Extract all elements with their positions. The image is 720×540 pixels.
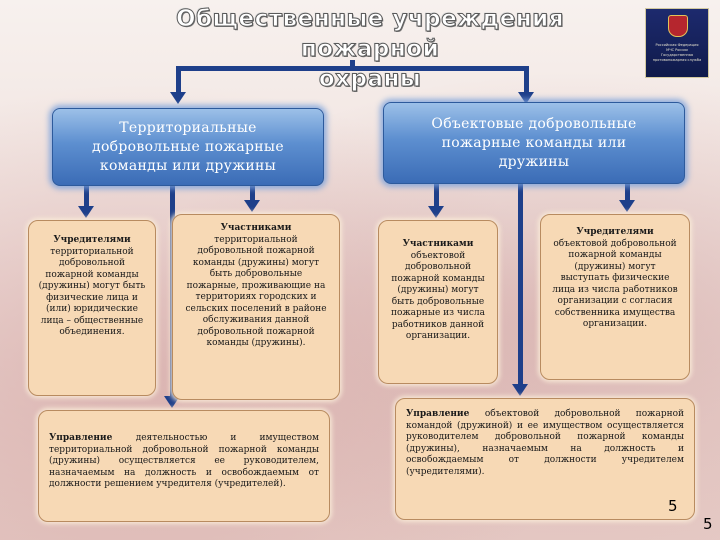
arrow-to-left-header-icon xyxy=(170,92,186,104)
connector-right-1 xyxy=(434,180,439,208)
connector-right-2 xyxy=(518,180,523,386)
emblem-logo: Российская Федерация МЧС России Государс… xyxy=(645,8,709,78)
box-founders-territorial: Учредителями территориальной добровольно… xyxy=(28,220,156,396)
connector-left-stem xyxy=(176,66,181,94)
arrow-founders-territorial-icon xyxy=(78,206,94,218)
box-management-territorial: Управление деятельностью и имуществом те… xyxy=(38,410,330,522)
box-participants-object-bold: Участниками xyxy=(402,239,474,249)
box-founders-territorial-bold: Учредителями xyxy=(53,235,131,245)
coat-of-arms-icon xyxy=(668,15,688,37)
box-participants-territorial: Участниками территориальной добровольной… xyxy=(172,214,340,400)
arrow-management-territorial-icon xyxy=(164,396,180,408)
box-management-object: Управление объектовой добровольной пожар… xyxy=(395,398,695,520)
header-object: Объектовые добровольные пожарные команды… xyxy=(383,102,685,184)
arrow-to-right-header-icon xyxy=(518,92,534,104)
header-territorial: Территориальные добровольные пожарные ко… xyxy=(52,108,324,186)
connector-right-3 xyxy=(625,180,630,202)
connector-left-1 xyxy=(84,180,89,208)
box-management-object-text: объектовой добровольной пожарной командо… xyxy=(406,409,684,477)
box-participants-territorial-bold: Участниками xyxy=(220,223,292,233)
box-founders-territorial-text: территориальной добровольной пожарной ко… xyxy=(38,246,146,338)
arrow-founders-object-icon xyxy=(619,200,635,212)
box-founders-object: Учредителями объектовой добровольной пож… xyxy=(540,214,690,380)
box-management-object-bold: Управление xyxy=(406,409,485,419)
connector-right-stem xyxy=(524,66,529,94)
connector-left-3 xyxy=(250,180,255,202)
arrow-management-object-icon xyxy=(512,384,528,396)
box-founders-object-bold: Учредителями xyxy=(576,227,654,237)
arrow-participants-territorial-icon xyxy=(244,200,260,212)
page-number-inner: 5 xyxy=(668,497,678,515)
box-participants-object-text: объектовой добровольной пожарной команды… xyxy=(390,250,485,342)
page-number-outer: 5 xyxy=(703,515,713,533)
box-participants-object: Участниками объектовой добровольной пожа… xyxy=(378,220,498,384)
emblem-caption: Российская Федерация МЧС России Государс… xyxy=(652,43,702,62)
arrow-participants-object-icon xyxy=(428,206,444,218)
box-participants-territorial-text: территориальной добровольной пожарной ко… xyxy=(185,234,327,349)
title-line-1: Общественные учреждения пожарной xyxy=(175,6,565,63)
box-founders-object-text: объектовой добровольной пожарной команды… xyxy=(552,238,678,330)
box-management-territorial-bold: Управление xyxy=(49,433,136,443)
box-management-territorial-text: деятельностью и имуществом территориальн… xyxy=(49,433,319,489)
connector-top-stem xyxy=(350,60,355,70)
connector-top-bar xyxy=(176,66,528,71)
